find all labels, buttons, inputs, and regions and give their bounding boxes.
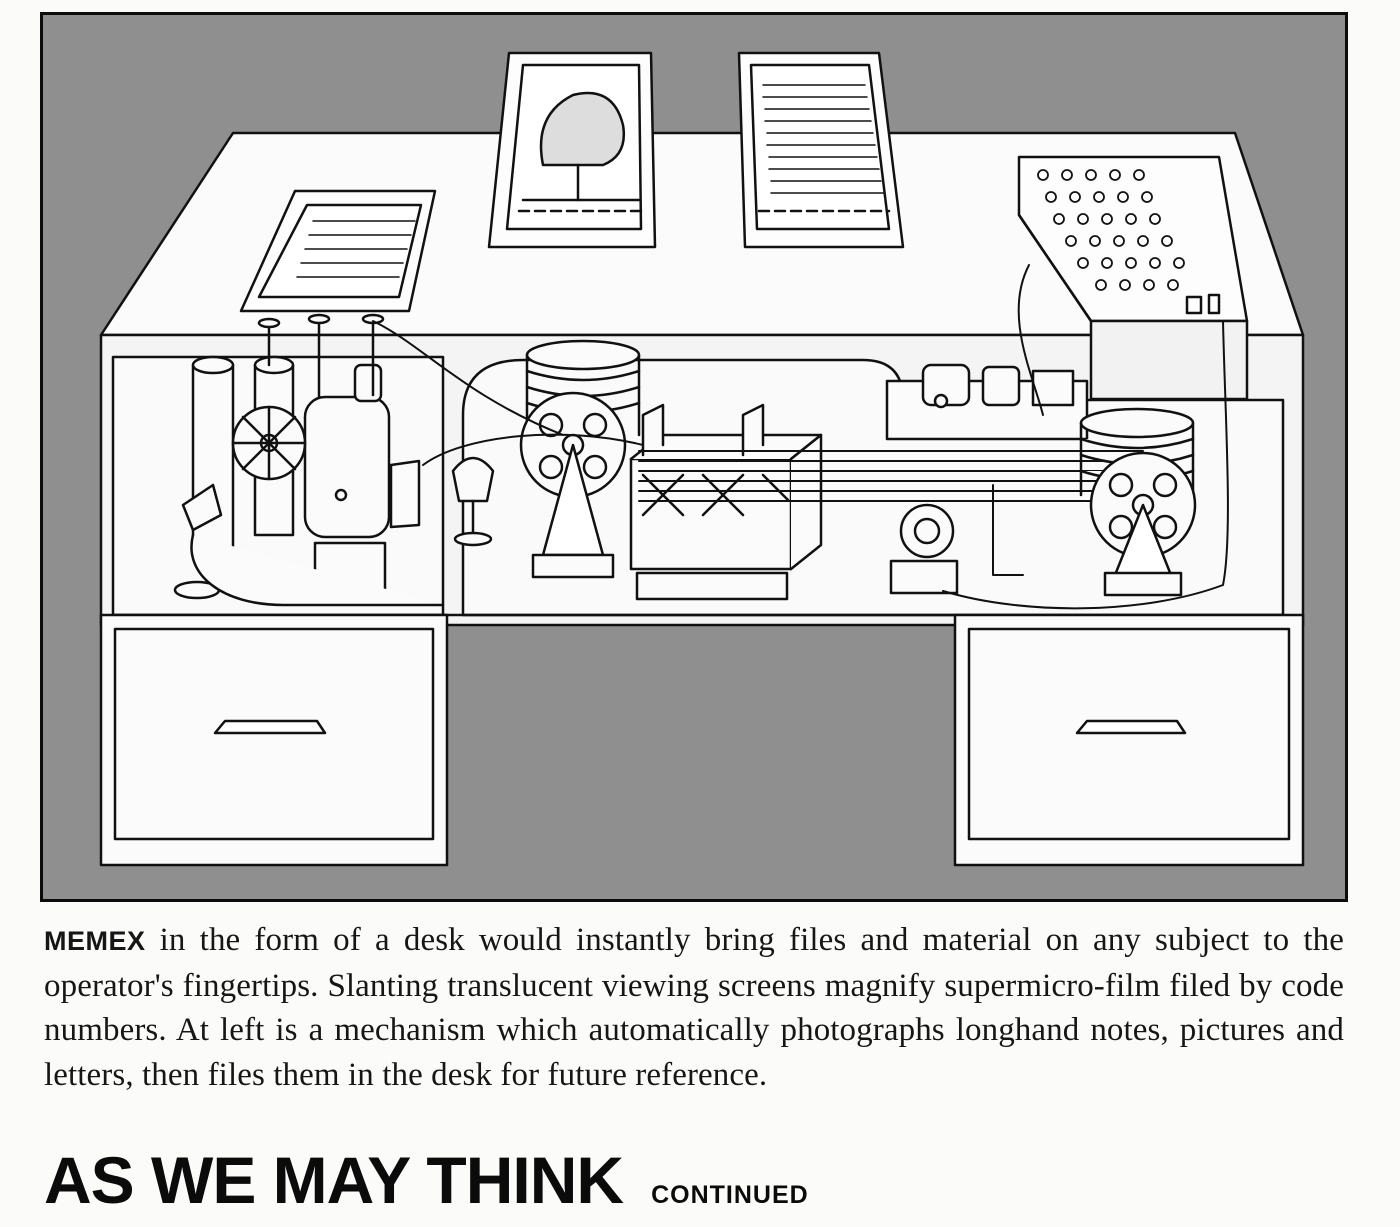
motor-icon xyxy=(889,503,959,595)
film-reel-icon xyxy=(1079,407,1197,597)
continued-label: CONTINUED xyxy=(651,1181,809,1209)
viewing-screen-text-icon xyxy=(737,51,905,249)
viewing-screen-picture-icon xyxy=(487,51,657,249)
keyboard-panel-icon xyxy=(1017,155,1249,401)
film-strips xyxy=(638,450,1144,502)
article-title: AS WE MAY THINK xyxy=(44,1143,624,1217)
input-platen-icon xyxy=(239,189,437,313)
lamp-icon xyxy=(451,456,495,547)
memex-desk-illustration xyxy=(40,12,1348,902)
drawer-handle-icon xyxy=(1075,719,1187,735)
left-pedestal xyxy=(99,613,449,867)
article-heading: AS WE MAY THINK CONTINUED xyxy=(44,1142,809,1218)
film-reel-icon xyxy=(519,339,641,579)
figure-caption: MEMEX in the form of a desk would instan… xyxy=(44,918,1344,1097)
caption-body: in the form of a desk would instantly br… xyxy=(44,922,1344,1093)
camera-mechanism-icon xyxy=(173,313,445,607)
drawer-handle-icon xyxy=(213,719,327,735)
relay-unit-icon xyxy=(885,363,1089,441)
cables xyxy=(372,264,1229,610)
right-pedestal xyxy=(953,613,1305,867)
caption-lead: MEMEX xyxy=(44,926,146,956)
